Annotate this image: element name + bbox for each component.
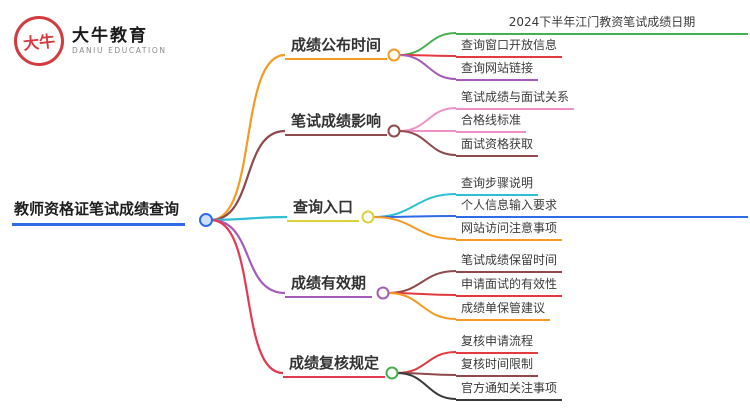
edge-child [398,130,457,156]
child-node: 2024下半年江门教资笔试成绩日期 [456,14,748,35]
brand-subtitle: DANIU EDUCATION [72,46,167,55]
child-node: 申请面试的有效性 [456,276,563,297]
child-node: 笔试成绩与面试关系 [456,89,575,110]
edge-branch-validity [210,218,286,295]
branch-junction-circle [387,124,401,138]
edge-branch-score-impact [210,129,286,222]
child-node: 官方通知关注事项 [456,380,563,401]
edge-child [387,270,457,294]
root-node: 教师资格证笔试成绩查询 [12,196,186,226]
branch-junction-circle [376,286,390,300]
edge-branch-review-rules [210,218,284,375]
child-node: 笔试成绩保留时间 [456,252,563,273]
branch-junction-circle [385,366,399,380]
child-node: 查询窗口开放信息 [456,37,563,58]
child-node: 成绩单保管建议 [456,300,551,321]
root-junction-circle [199,213,213,227]
child-node: 个人信息输入要求 [456,197,748,218]
child-node: 面试资格获取 [456,136,539,157]
edge-child [372,193,457,218]
branch-node-query-entry: 查询入口 [287,195,360,222]
edge-child [398,54,457,80]
edge-child [398,32,457,56]
edge-child [396,351,457,374]
child-node: 查询步骤说明 [456,175,539,196]
branch-node-review-rules: 成绩复核规定 [283,351,386,378]
edge-child [387,292,457,320]
branch-junction-circle [387,48,401,62]
child-node: 合格线标准 [456,112,527,133]
branch-junction-circle [361,210,375,224]
branch-node-publish-time: 成绩公布时间 [285,33,388,60]
child-node: 网站访问注意事项 [456,220,563,241]
child-node: 复核时间限制 [456,356,539,377]
branch-node-score-impact: 笔试成绩影响 [285,109,388,136]
child-node: 复核申请流程 [456,333,539,354]
edge-child [372,216,457,240]
brand-name: 大牛教育 [72,26,148,46]
brand-logo-icon: 大牛 [11,13,67,69]
child-node: 查询网站链接 [456,60,539,81]
brand-logo: 大牛 大牛教育 DANIU EDUCATION [11,13,167,69]
brand-text-block: 大牛教育 DANIU EDUCATION [72,26,167,56]
edge-child [398,107,457,132]
edge-child [396,372,457,400]
edge-branch-publish-time [210,53,286,222]
branch-node-validity: 成绩有效期 [285,271,373,298]
